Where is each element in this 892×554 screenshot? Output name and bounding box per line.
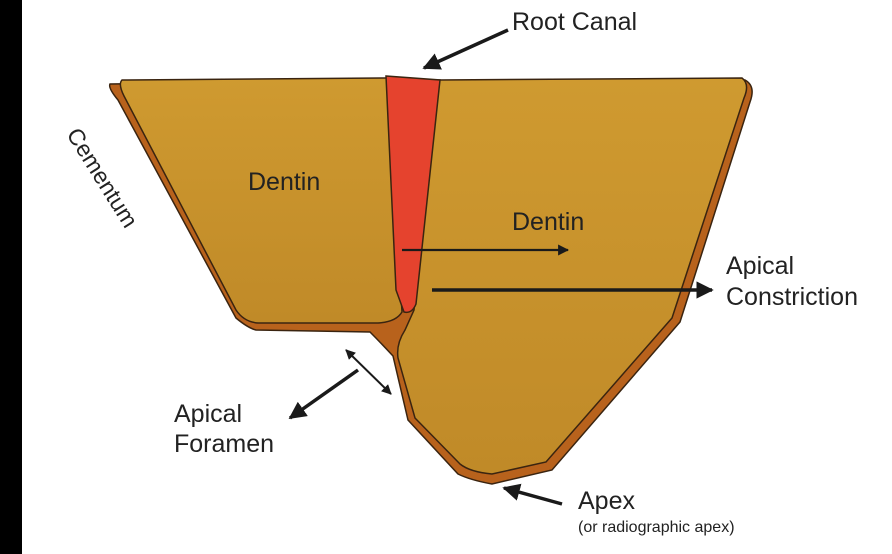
root-canal-label: Root Canal — [512, 10, 637, 35]
apex-arrow — [504, 488, 562, 504]
apical-constriction-label-line2: Constriction — [726, 285, 858, 310]
apical-foramen-arrow — [290, 370, 358, 418]
dentin-right-label: Dentin — [512, 210, 584, 235]
apical-foramen-label-line1: Apical — [174, 402, 242, 427]
root-canal-arrow — [424, 30, 508, 68]
apical-constriction-label-line1: Apical — [726, 254, 794, 279]
apical-foramen-label-line2: Foramen — [174, 432, 274, 457]
apex-label: Apex — [578, 489, 635, 514]
apex-sub-label: (or radiographic apex) — [578, 520, 735, 536]
dentin-left-region — [120, 78, 402, 323]
dentin-left-label: Dentin — [248, 170, 320, 195]
